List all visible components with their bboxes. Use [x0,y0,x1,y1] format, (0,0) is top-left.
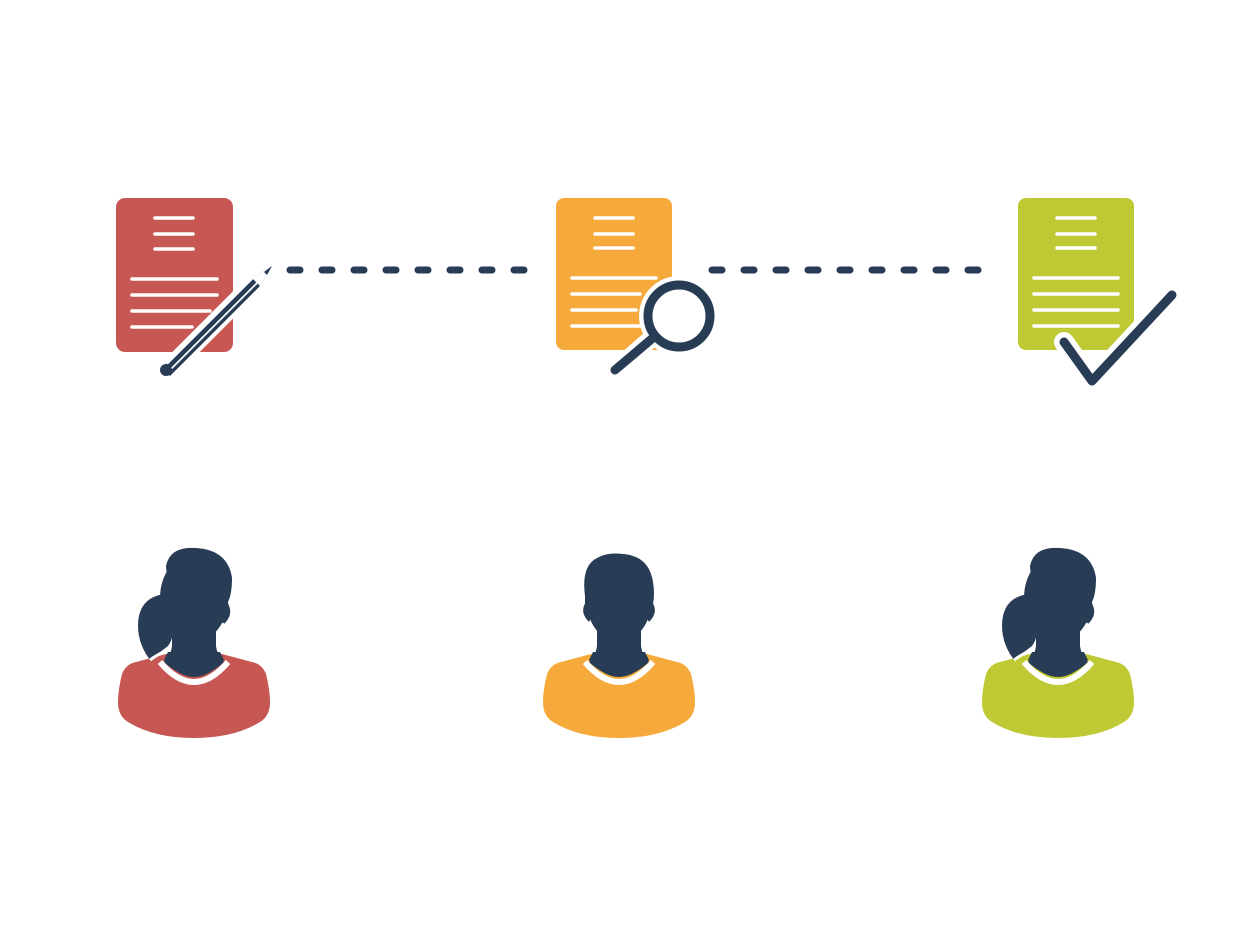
male-user-icon-review [543,553,695,738]
checkmark-icon [1054,285,1182,391]
pencil-icon [158,262,276,380]
magnifying-glass-icon [606,276,719,379]
document-approve-icon [1018,198,1134,350]
document-write-icon [116,198,233,352]
female-user-icon-approve [982,547,1134,738]
female-user-icon-write [118,547,270,738]
